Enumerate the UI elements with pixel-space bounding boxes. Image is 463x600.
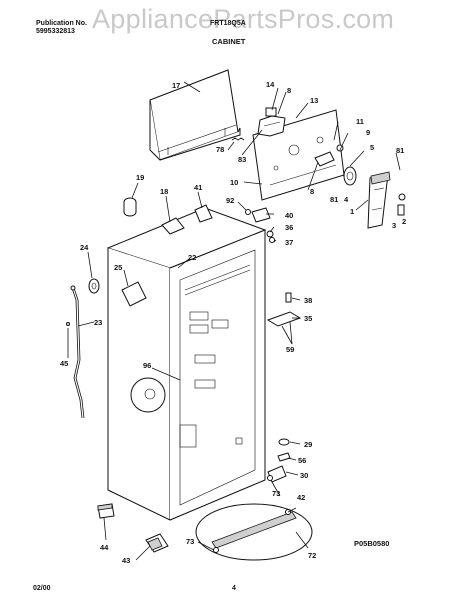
callout-23: 23 [94,318,102,327]
callout-42: 42 [297,493,305,502]
callout-25: 25 [114,263,122,272]
section-title: CABINET [212,37,246,46]
callout-45: 45 [60,359,68,368]
callout-59: 59 [286,345,294,354]
callout-81-lower: 81 [330,195,338,204]
page-number: 4 [232,585,236,592]
callout-13: 13 [310,96,318,105]
callout-10: 10 [230,178,238,187]
callout-40: 40 [285,211,293,220]
callout-81: 81 [396,146,404,155]
footer-date: 02/00 [33,585,51,592]
grille-part-72 [195,503,313,561]
callout-35: 35 [304,314,312,323]
callout-30: 30 [300,471,308,480]
callout-8: 8 [287,86,291,95]
callout-2: 2 [402,217,406,226]
callout-56: 56 [298,456,306,465]
callout-72: 72 [308,551,316,560]
screw-part-2 [398,193,406,201]
callout-24: 24 [80,243,89,252]
callout-43: 43 [122,556,130,565]
callout-36: 36 [285,223,293,232]
top-panel-part-17 [149,69,241,161]
handle-part-1 [367,171,391,229]
cover-part-25 [121,281,147,307]
bushing-part-56 [277,452,291,462]
spring-part-78 [231,137,245,141]
callout-29: 29 [304,440,312,449]
callout-44: 44 [100,543,109,552]
cap-part-29 [278,438,290,446]
callout-73-upper: 73 [272,489,280,498]
callout-73-lower: 73 [186,537,194,546]
callout-92: 92 [226,196,234,205]
callout-96: 96 [143,361,151,370]
callout-83: 83 [238,155,246,164]
leader-lines [67,81,401,561]
thermostat-bracket [257,107,286,137]
callout-11: 11 [356,117,364,126]
callout-17: 17 [172,81,180,90]
callout-78: 78 [216,145,224,154]
callout-18: 18 [160,187,168,196]
roller-part-43 [145,533,169,553]
callout-19: 19 [136,173,144,182]
model-number: FRT18Q5A [210,20,246,27]
screw-part-42 [267,475,273,481]
shelf-support-part-35 [266,311,302,327]
callout-38: 38 [304,296,312,305]
callout-3: 3 [392,221,396,230]
callout-8-lower: 8 [310,187,314,196]
plug-part-3 [397,204,405,216]
callout-1: 1 [350,207,354,216]
watermark: AppliancePartsPros.com [92,4,395,34]
cabinet-shell [106,207,267,521]
callout-22: 22 [188,253,196,262]
liner-plug-part-96 [130,377,166,413]
leveler-part-44 [97,503,115,519]
plug-part-19 [123,197,137,217]
callout-9: 9 [366,128,370,137]
callout-5: 5 [370,143,374,152]
cabinet-top-brackets [161,204,213,235]
hinge-pin-part-38 [285,292,292,303]
callout-14: 14 [266,80,275,89]
callout-labels: 17 14 8 13 78 83 11 9 5 81 10 8 81 4 1 3… [60,80,406,565]
callout-41: 41 [194,183,202,192]
publication-label: Publication No. [36,20,87,27]
control-knob-assembly [314,144,357,186]
publication-number: 5995332813 [36,28,75,35]
hinge-part-40 [245,207,275,243]
callout-37: 37 [285,238,293,247]
drain-tube-part-23 [66,278,100,419]
callout-4: 4 [344,195,349,204]
diagram-code: P05B0580 [354,539,390,548]
